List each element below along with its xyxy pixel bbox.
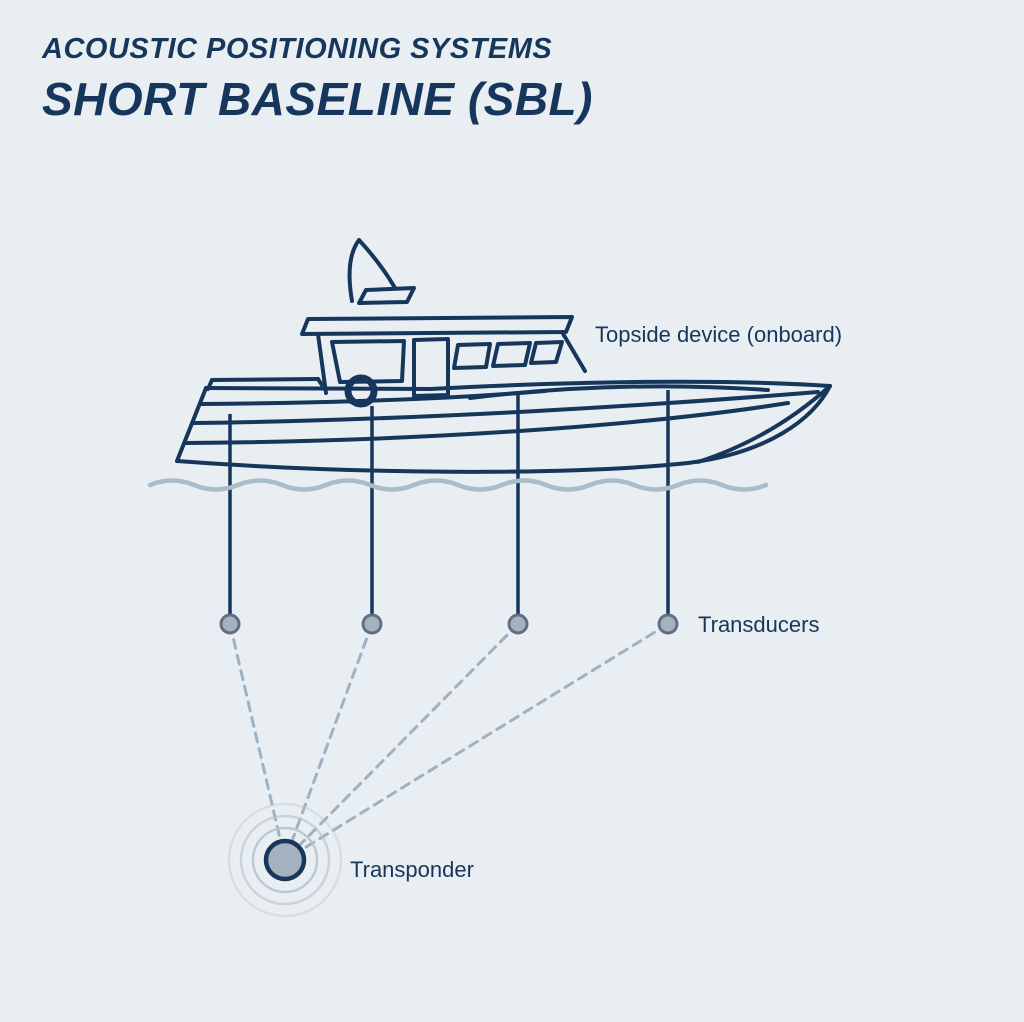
boat-side-window-2 <box>491 341 532 368</box>
boat-antenna-base <box>357 286 416 305</box>
boat-aft-bulwark-right <box>316 377 326 390</box>
boat-stern-edge <box>175 386 208 463</box>
transducer-dot-1 <box>219 613 241 635</box>
transducer-dot-4 <box>657 613 679 635</box>
boat-front-window <box>330 339 406 384</box>
label-transponder: Transponder <box>350 857 474 882</box>
label-transducers: Transducers <box>698 612 819 637</box>
boat-cabin-windshield <box>560 330 587 373</box>
transponder-ring-outer <box>227 802 343 918</box>
transponder-ring-middle <box>239 814 331 906</box>
signal-path-4 <box>283 622 670 862</box>
page-title: SHORT BASELINE (SBL) <box>42 72 593 125</box>
boat-plank-line-3 <box>184 401 790 445</box>
signal-path-2 <box>283 622 374 862</box>
boat-sheer-line <box>204 379 832 391</box>
waterline-wave <box>147 478 769 492</box>
header: ACOUSTIC POSITIONING SYSTEMS SHORT BASEL… <box>42 33 593 125</box>
label-topside-device: Topside device (onboard) <box>595 322 842 347</box>
boat-cabin-left-wall <box>316 332 328 395</box>
boat-plank-line-2 <box>192 390 820 425</box>
boat-foredeck-curve <box>468 384 770 400</box>
transducer-dot-2 <box>361 613 383 635</box>
transponder-ring-inner <box>251 826 319 894</box>
signal-path-1 <box>228 622 287 862</box>
boat-illustration-icon <box>175 238 832 474</box>
transducer-dot-3 <box>507 613 529 635</box>
signal-paths <box>228 622 670 862</box>
kicker-text: ACOUSTIC POSITIONING SYSTEMS <box>42 33 553 65</box>
boat-antenna-arch <box>347 238 397 303</box>
boat-bow-chine <box>696 384 832 464</box>
boat-cabin-roof <box>300 315 574 336</box>
boat-hull-bottom <box>175 384 832 474</box>
boat-aft-bulwark <box>210 377 320 382</box>
transponder-core <box>263 838 307 882</box>
signal-path-3 <box>283 622 520 862</box>
transponder-icon <box>227 802 343 918</box>
boat-side-window-3 <box>529 340 564 365</box>
boat-cabin-door <box>412 337 450 398</box>
boat-porthole-icon <box>344 374 378 408</box>
boat-side-window-1 <box>452 342 492 370</box>
transducer-dots <box>219 613 679 635</box>
